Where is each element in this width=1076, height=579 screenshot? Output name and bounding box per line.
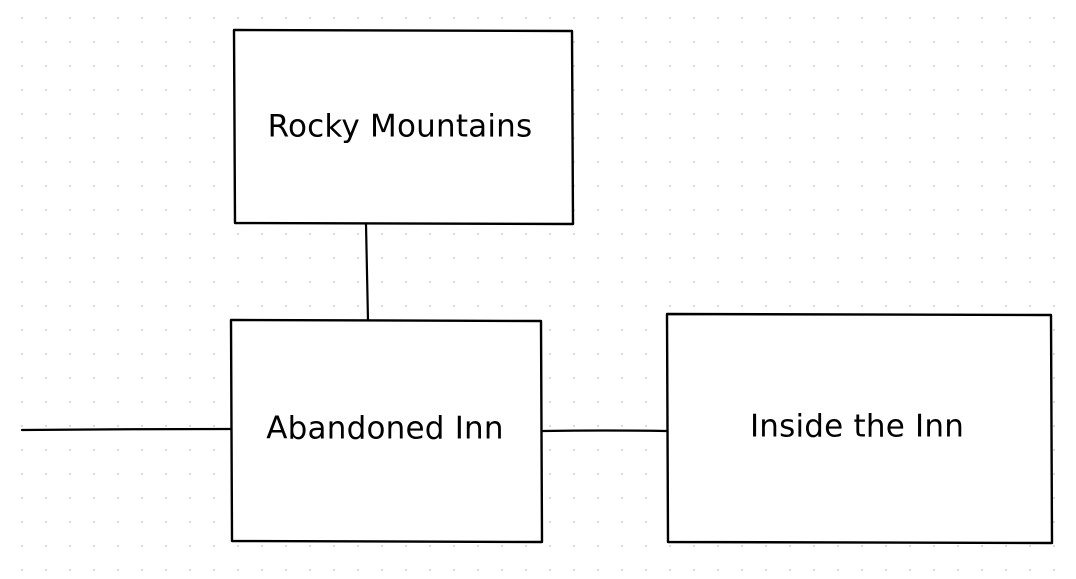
node-inside-the-inn-box [665,312,1054,545]
node-rocky-mountains[interactable]: Rocky Mountains [232,28,575,226]
node-rocky-mountains-label: Rocky Mountains [268,109,533,145]
edge-abandoned-inn-to-inside-the-inn[interactable] [541,429,669,433]
node-abandoned-inn[interactable]: Abandoned Inn [229,318,544,544]
node-inside-the-inn-label: Inside the Inn [750,409,964,445]
edge-rocky-mountains-to-abandoned-inn[interactable] [364,222,370,323]
node-rocky-mountains-box [232,28,575,226]
node-abandoned-inn-label: Abandoned Inn [266,411,503,447]
edge-offscreen-to-abandoned-inn[interactable] [20,427,233,432]
node-abandoned-inn-box [229,318,544,544]
node-inside-the-inn[interactable]: Inside the Inn [665,312,1054,545]
